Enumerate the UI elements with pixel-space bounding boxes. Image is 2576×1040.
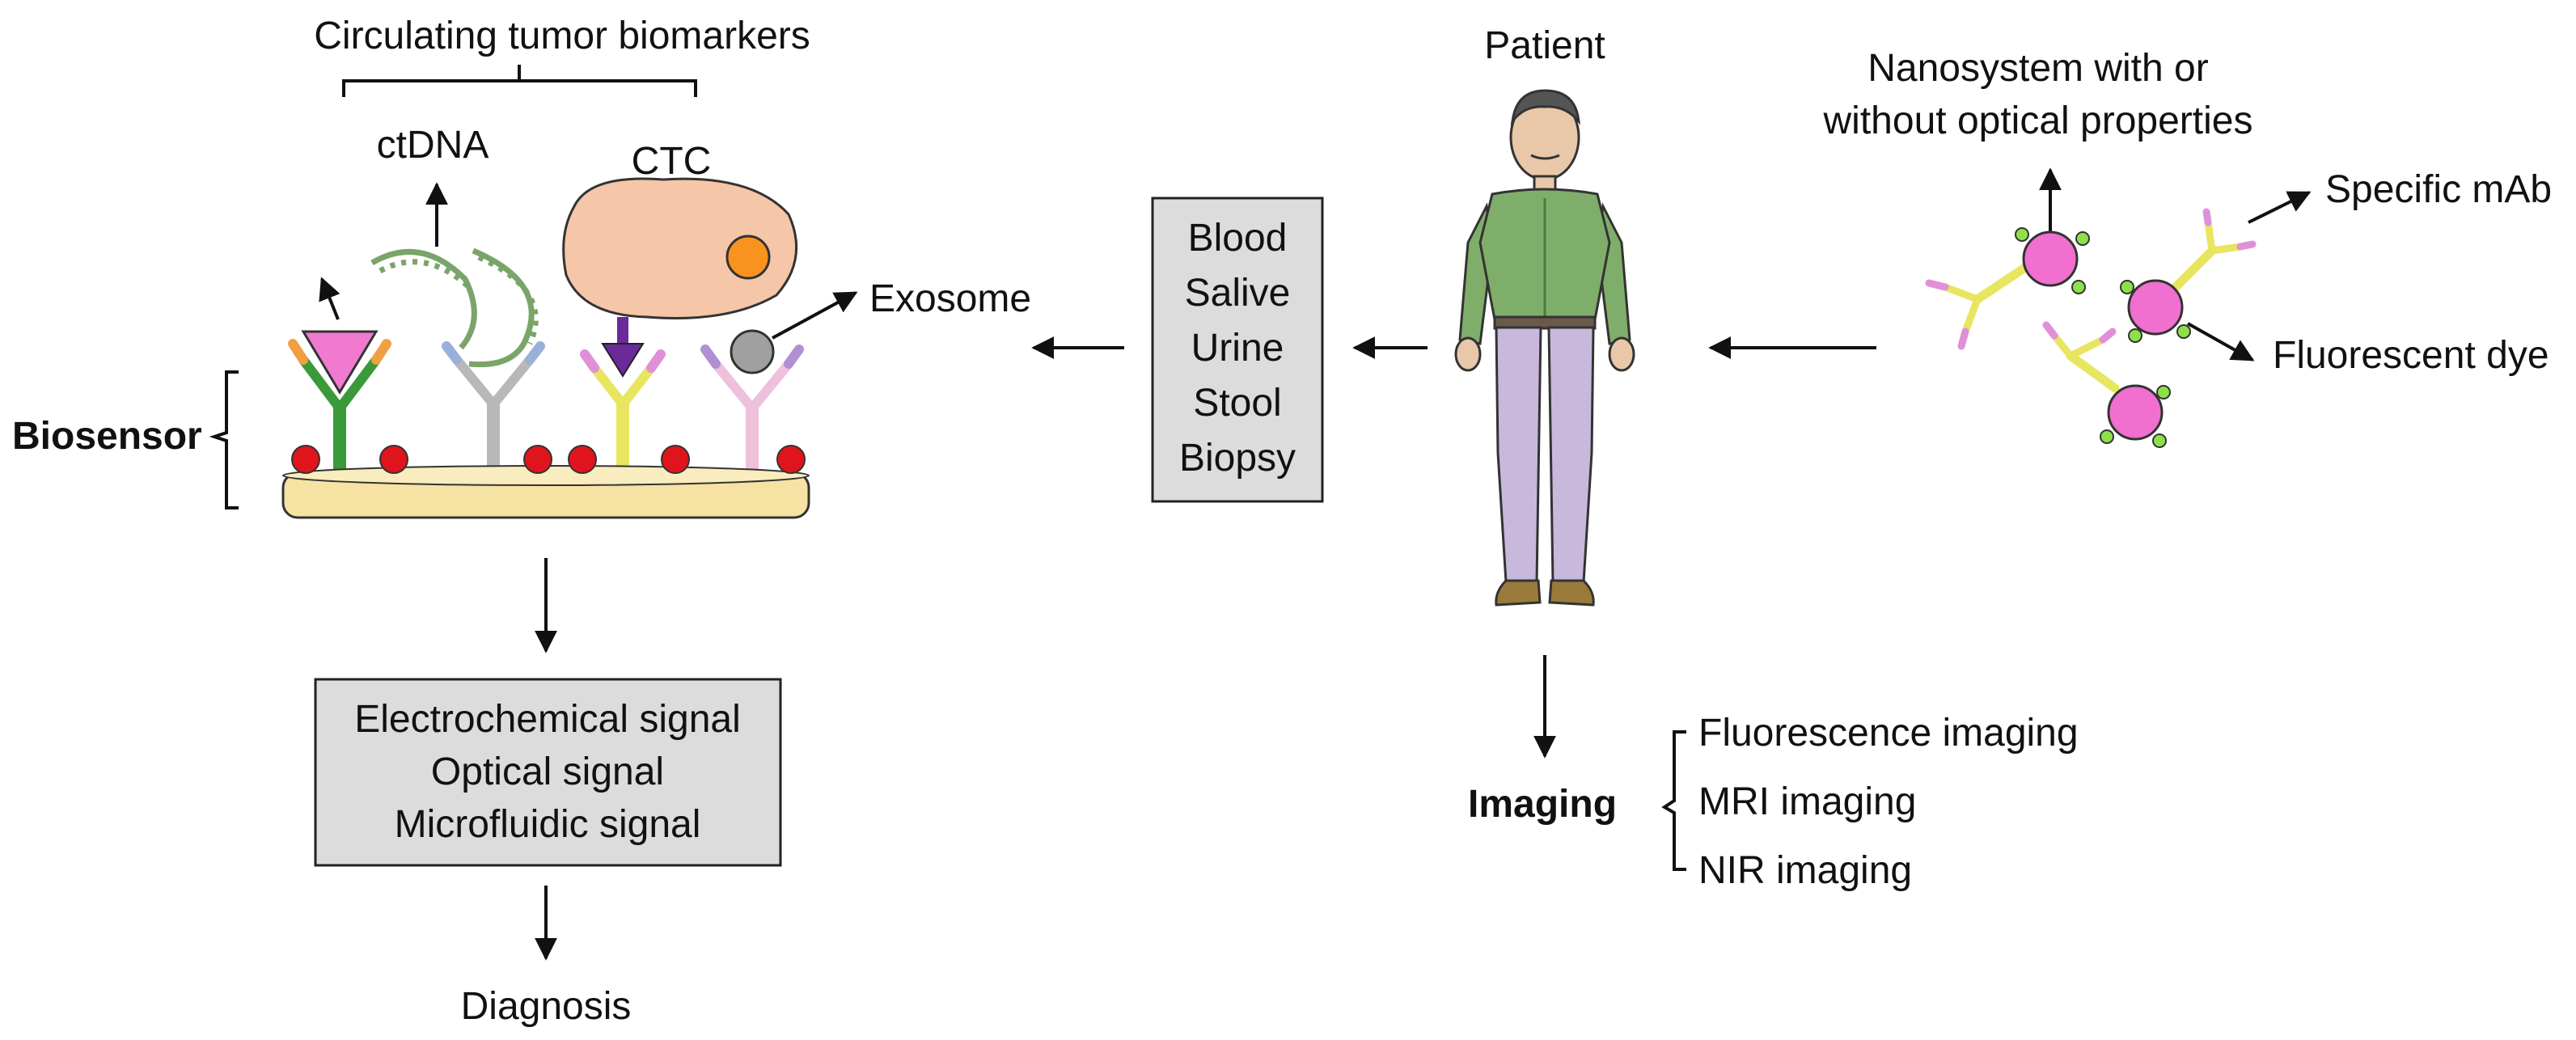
nanoparticle-3-icon [2042, 321, 2171, 448]
exosome-label: Exosome [869, 277, 1031, 320]
nanoparticle-2-icon [2120, 208, 2257, 343]
sample-biopsy: Biopsy [1179, 437, 1296, 480]
circulating-biomarkers-label: Circulating tumor biomarkers [314, 15, 810, 57]
signal-electrochemical: Electrochemical signal [354, 698, 741, 741]
sample-stool: Stool [1193, 382, 1281, 425]
imaging-label: Imaging [1468, 783, 1617, 826]
imaging-nir: NIR imaging [1698, 849, 1912, 892]
imaging-mri: MRI imaging [1698, 780, 1916, 823]
signals-box [314, 678, 782, 867]
red-dots [291, 445, 806, 474]
sample-urine: Urine [1191, 327, 1284, 370]
biosensor-label: Biosensor [12, 415, 202, 458]
antibody-grey-icon [442, 341, 545, 480]
exosome-arrow [772, 291, 858, 340]
triangle-arrow [319, 277, 341, 320]
ctc-cell-icon [562, 177, 798, 319]
specific-mab-arrow [2248, 191, 2312, 224]
specific-mab-label: Specific mAb [2325, 168, 2552, 211]
biomarkers-bracket [342, 65, 697, 97]
patient-figure-icon [1454, 89, 1635, 607]
samples-box [1151, 197, 1324, 503]
fluorescent-dye-label: Fluorescent dye [2273, 334, 2549, 377]
signal-optical: Optical signal [431, 750, 664, 793]
antibody-yellow-icon [580, 349, 666, 480]
exosome-icon [730, 329, 775, 374]
antibody-green-icon [288, 339, 391, 480]
nanoparticle-1-icon [1925, 227, 2090, 350]
ctc-label: CTC [632, 140, 712, 183]
fluorescent-dye-arrow [2187, 322, 2255, 361]
nanosystem-label-line1: Nanosystem with or [1867, 47, 2208, 90]
patient-label: Patient [1484, 24, 1605, 67]
imaging-fluorescence: Fluorescence imaging [1698, 712, 2079, 755]
sample-salive: Salive [1185, 272, 1291, 315]
triangle-biomarker-icon [301, 330, 379, 395]
ctc-capture-arrowhead [601, 343, 645, 378]
diagnosis-label: Diagnosis [461, 985, 632, 1028]
antibody-pink-icon [700, 345, 804, 480]
biosensor-substrate [281, 465, 810, 519]
imaging-bracket [1661, 730, 1686, 871]
nanosystem-label-line2: without optical properties [1823, 99, 2253, 142]
signal-microfluidic: Microfluidic signal [395, 803, 701, 846]
biosensor-bracket [209, 370, 239, 509]
sample-blood: Blood [1188, 217, 1288, 260]
ctdna-helix-icon [370, 247, 539, 368]
ctdna-label: ctDNA [377, 124, 489, 167]
